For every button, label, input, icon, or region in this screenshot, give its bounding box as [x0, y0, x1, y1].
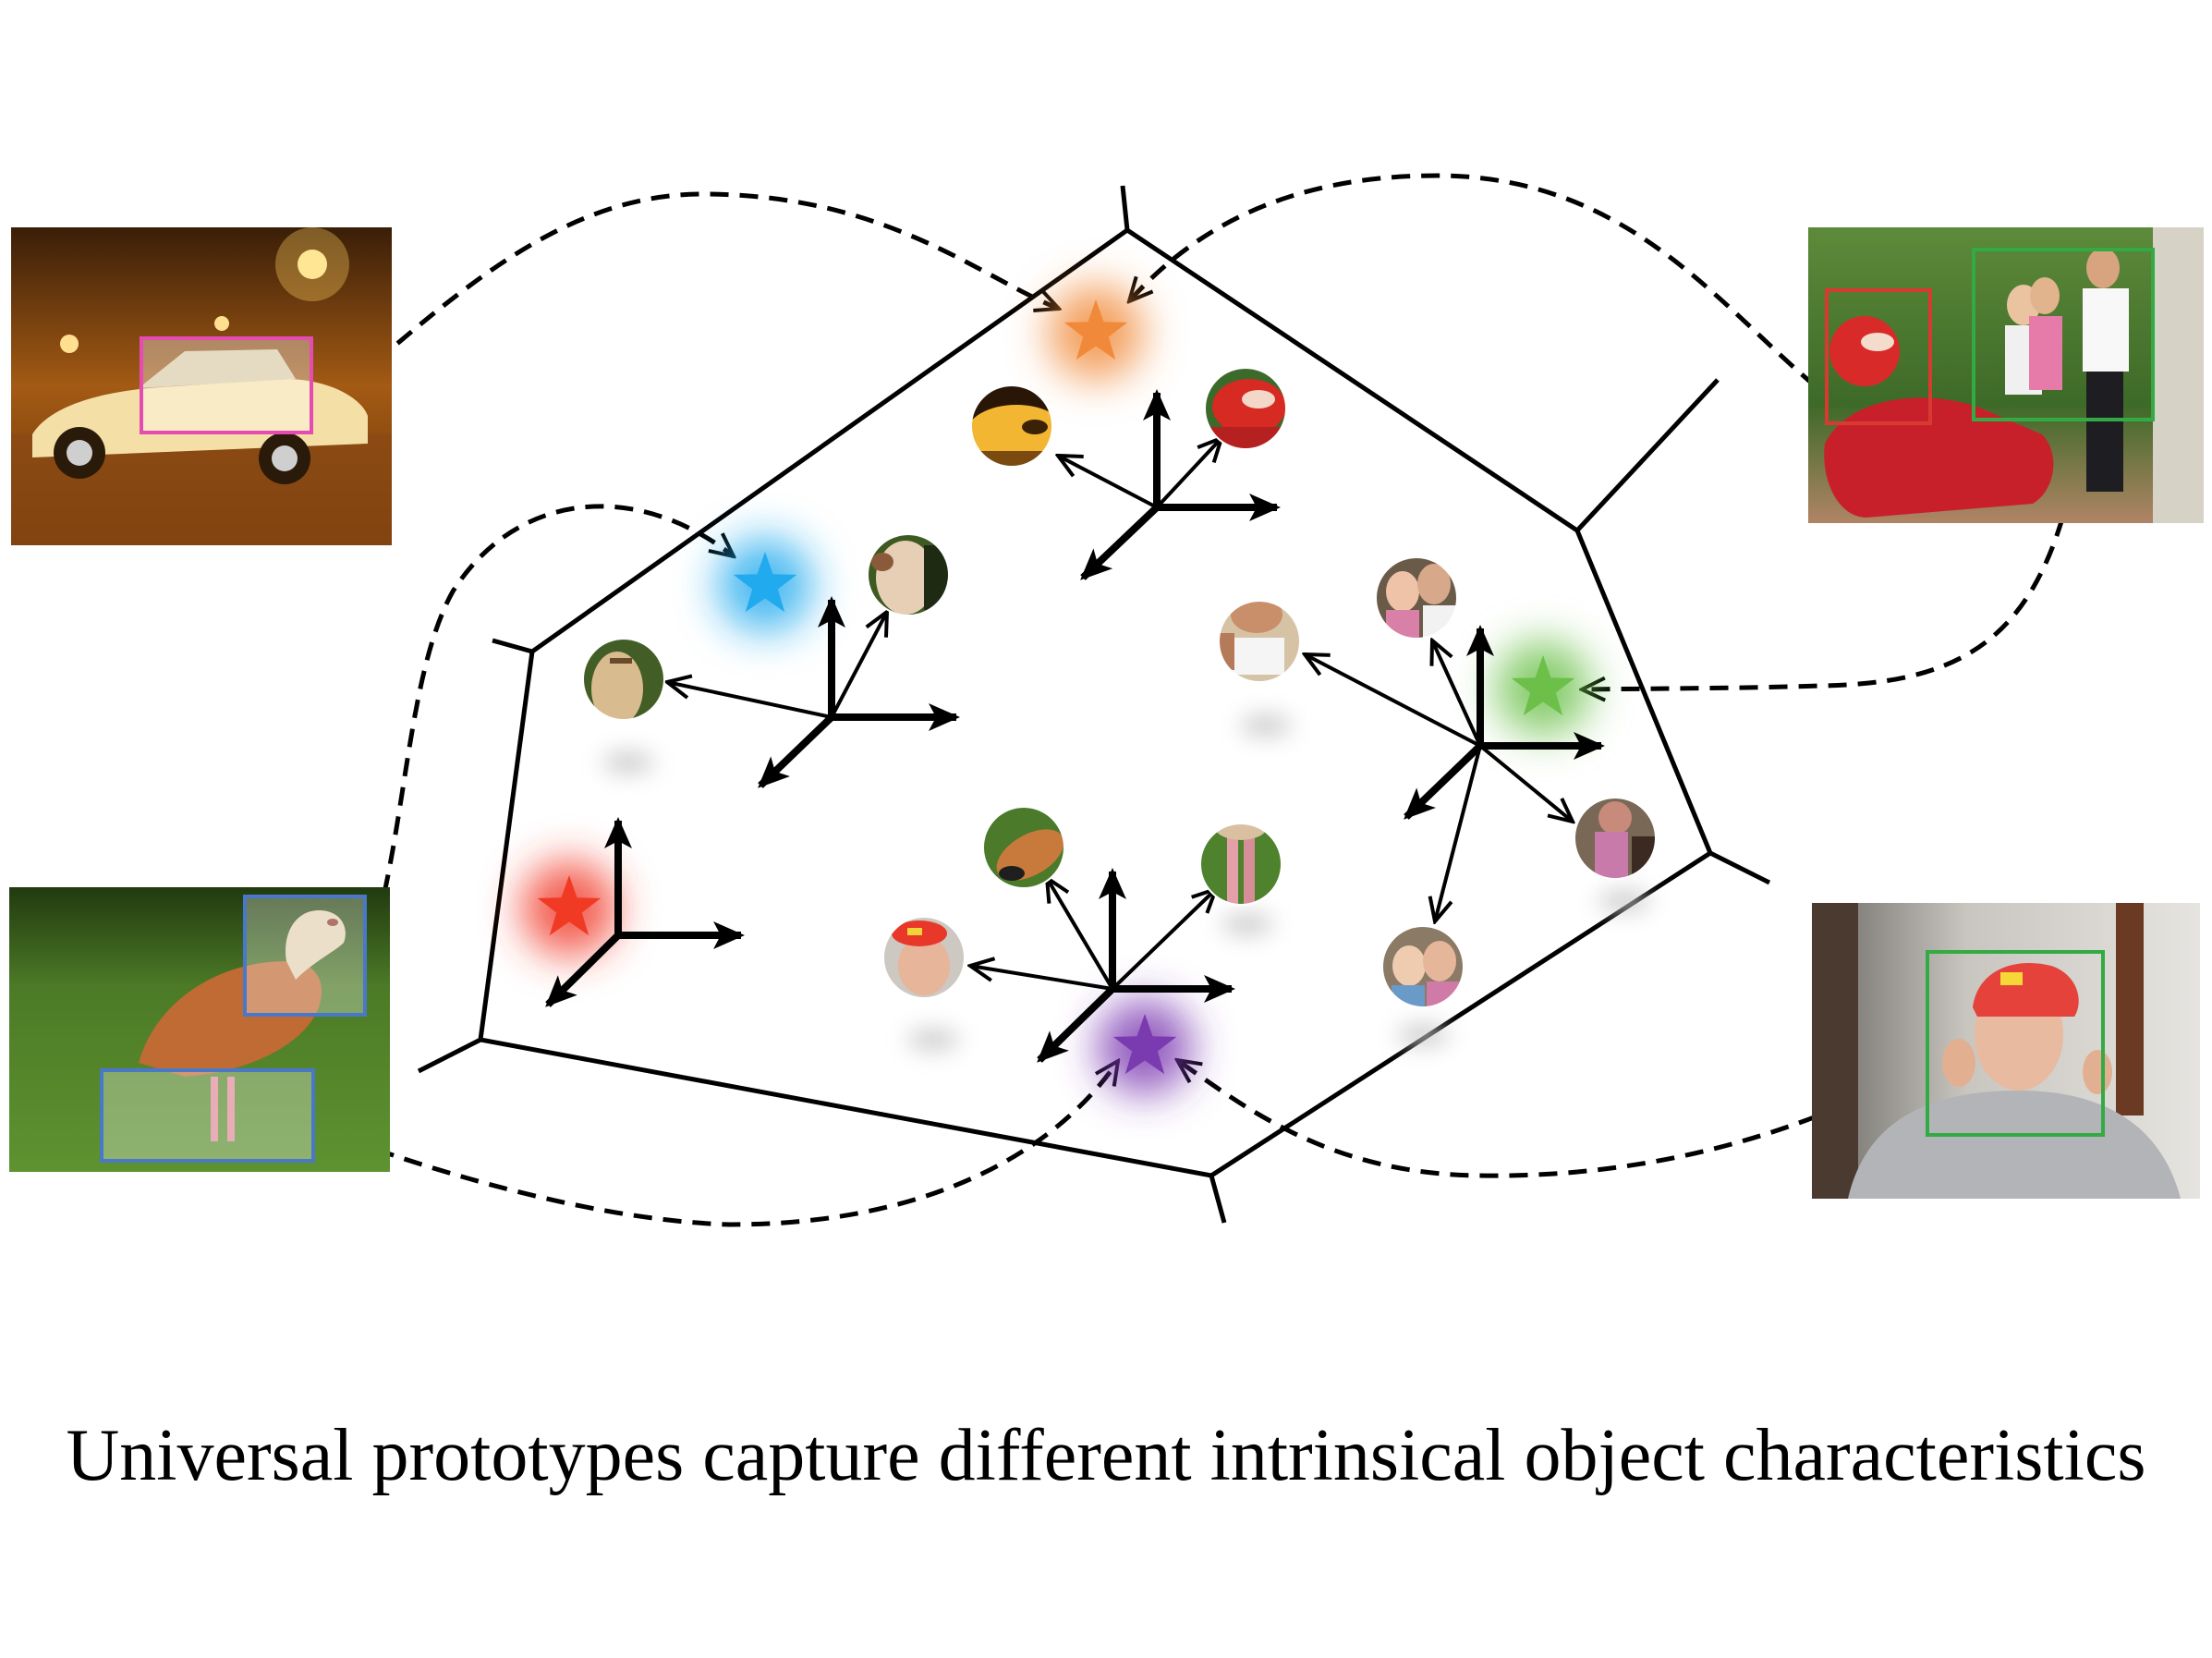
helmet-bounding-box	[1825, 288, 1932, 425]
crop-arrows	[667, 438, 1573, 991]
axes-orange	[1080, 389, 1281, 580]
person-cap-photo	[1812, 903, 2200, 1199]
blue-prototype-star	[733, 552, 797, 613]
bird-head-to-blue-connector	[367, 504, 734, 951]
man-torso-crop	[1219, 601, 1300, 682]
red-prototype-star	[537, 875, 602, 936]
feature-space-boundary	[417, 185, 1771, 1224]
bird-body-crop	[583, 639, 664, 720]
green-prototype-star	[1511, 655, 1575, 716]
people-bounding-box	[1972, 248, 2155, 421]
bike-to-orange-connector	[1129, 173, 1817, 388]
crop-shadows	[602, 714, 1650, 1051]
car-bounding-box	[140, 336, 313, 434]
car-photo	[11, 227, 392, 545]
axes-green	[1404, 625, 1605, 820]
person-to-purple-connector	[1177, 1060, 1926, 1178]
bird-head-bounding-box	[243, 895, 367, 1017]
axes-purple	[1037, 868, 1235, 1063]
bird-head-crop	[983, 807, 1064, 888]
bird-leg-to-purple-connector	[320, 1061, 1118, 1227]
child-face-crop	[1382, 926, 1464, 1007]
person-bounding-box	[1926, 950, 2105, 1137]
axes-red	[545, 817, 745, 1007]
bird-photo	[9, 887, 390, 1172]
motorbike-helmet-crop	[1205, 368, 1286, 449]
coordinate-axes	[545, 389, 1605, 1063]
car-to-orange-connector	[306, 191, 1059, 422]
child-pair-crop	[1376, 557, 1457, 639]
crop-outlines	[582, 367, 1657, 1008]
child-body-crop	[1574, 798, 1656, 879]
figure-caption: Universal prototypes capture different i…	[66, 1415, 2146, 1496]
motorbike-family-photo	[1808, 227, 2204, 523]
axes-blue	[758, 596, 960, 788]
bird-leg-bounding-box	[100, 1068, 315, 1163]
bird-leg-crop	[1200, 823, 1282, 905]
purple-prototype-star	[1112, 1014, 1177, 1075]
person-face-crop	[883, 917, 965, 998]
bird-neck-crop	[868, 534, 949, 616]
family-to-green-connector	[1582, 518, 2065, 689]
orange-prototype-star	[1063, 299, 1128, 360]
prototype-stars	[537, 299, 1575, 1075]
